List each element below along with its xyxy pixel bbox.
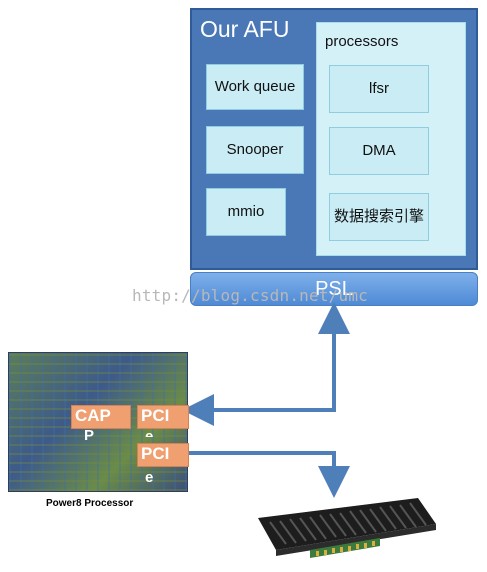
capp-port: CAP	[71, 405, 131, 429]
afu-block: Our AFU Work queue Snooper mmio processo…	[190, 8, 478, 270]
pcie-port-top: PCI	[137, 405, 189, 429]
snooper-box: Snooper	[206, 126, 304, 174]
power8-chip-image: CAP P PCI e PCI e	[8, 352, 189, 492]
lfsr-box: lfsr	[329, 65, 429, 113]
processors-label: processors	[325, 33, 399, 50]
pcie-top-label: PCI	[141, 406, 170, 425]
afu-title: Our AFU	[200, 16, 290, 42]
work-queue-box: Work queue	[206, 64, 304, 110]
arrow-to-psl	[188, 302, 350, 412]
pcie-port-bottom: PCI	[137, 443, 189, 467]
processors-container: processors lfsr DMA 数据搜索引擎	[316, 22, 466, 256]
search-engine-box: 数据搜索引擎	[329, 193, 429, 241]
capp-label: CAP	[75, 406, 111, 425]
dma-box: DMA	[329, 127, 429, 175]
accelerator-card-image	[258, 498, 436, 558]
arrow-to-card	[188, 451, 350, 498]
pcie-bottom-sub: e	[145, 469, 154, 486]
psl-bar: PSL	[190, 272, 478, 306]
pcie-bottom-label: PCI	[141, 444, 170, 463]
chip-caption: Power8 Processor	[46, 498, 134, 509]
capp-sub: P	[84, 427, 95, 444]
pcie-top-sub: e	[145, 429, 153, 437]
watermark-text: http://blog.csdn.net/umc	[132, 286, 368, 305]
mmio-box: mmio	[206, 188, 286, 236]
